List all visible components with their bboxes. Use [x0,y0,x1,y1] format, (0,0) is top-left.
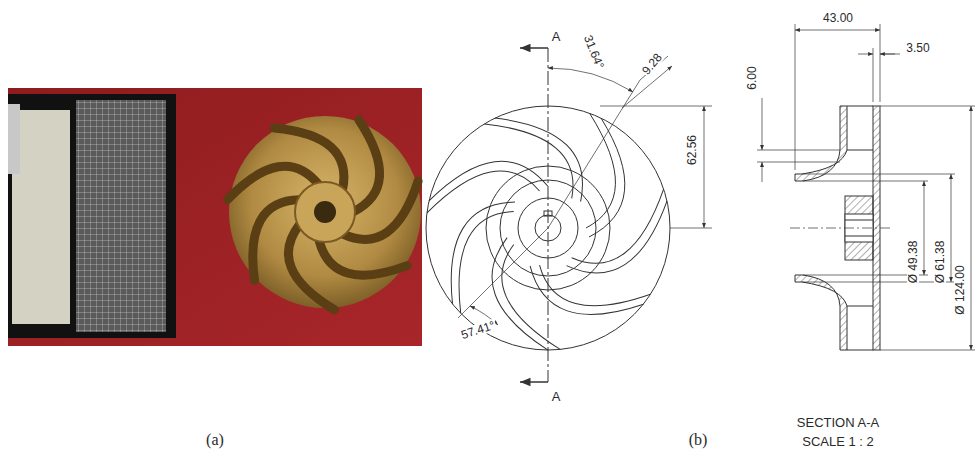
length-dimension: 62.56 [686,134,698,166]
impeller-section-view [790,106,890,350]
dimension-lines [757,24,975,350]
diameter-dimension: Ø 49.38 [907,240,919,285]
length-dimension: 6.00 [746,65,758,90]
diameter-dimension: Ø 61.38 [934,240,946,285]
impeller-photo [8,88,431,346]
panel-label: (a) [205,432,225,448]
scale-note: SCALE 1 : 2 [801,435,875,448]
impeller-front-view [419,48,712,382]
section-letter: A [551,30,562,43]
length-dimension: 43.00 [822,12,854,24]
panel-label: (b) [688,432,709,448]
section-letter: A [551,390,562,403]
angle-dimension: 31.64° [582,33,607,72]
angle-dimension: 57.41° [459,319,498,342]
length-dimension: 3.50 [905,42,930,54]
section-title: SECTION A-A [796,416,880,429]
length-dimension: 9.28 [639,50,664,77]
diameter-dimension: Ø 124.00 [954,264,966,315]
